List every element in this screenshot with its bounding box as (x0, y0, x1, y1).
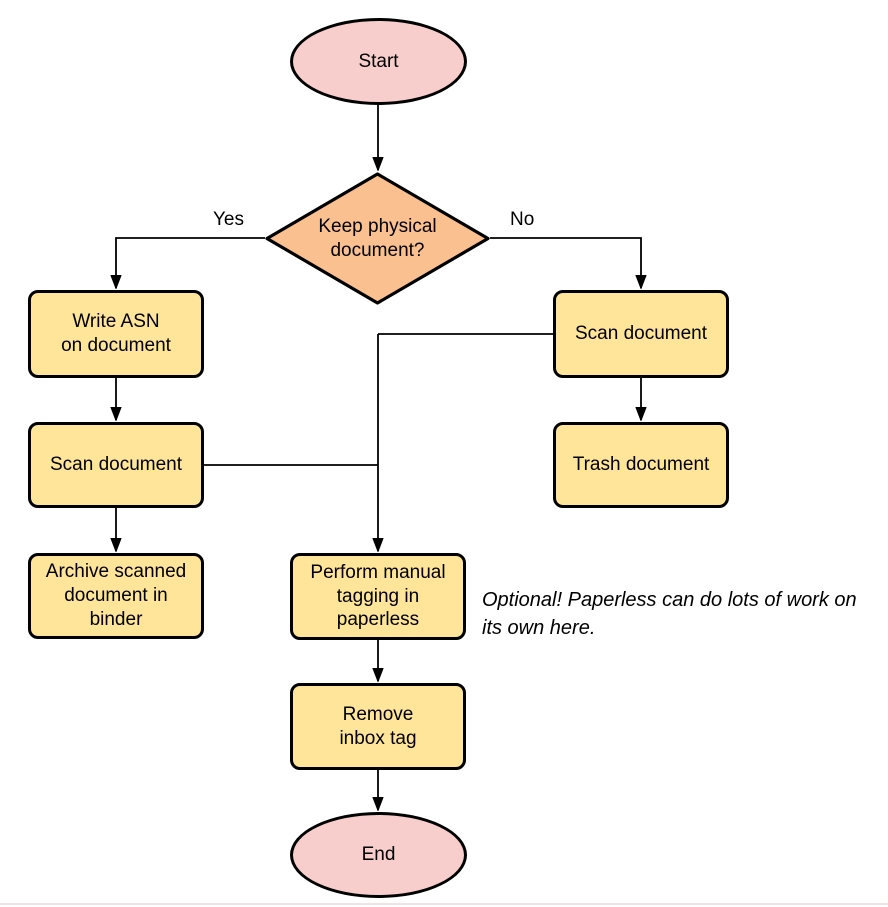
node-remove-inbox-tag: Remove inbox tag (290, 683, 466, 770)
edge-label-yes: Yes (211, 209, 246, 231)
decision-diamond-shape (265, 172, 490, 305)
node-trash-document: Trash document (553, 422, 729, 508)
bottom-divider (0, 903, 888, 905)
node-scan-document-right: Scan document (553, 290, 729, 378)
node-end-terminal: End (290, 812, 467, 898)
node-manual-tagging: Perform manual tagging in paperless (290, 553, 466, 640)
annotation-optional-note: Optional! Paperless can do lots of work … (482, 589, 857, 639)
edge-decision-no-to-scan-right (490, 237, 641, 288)
edge-label-no: No (508, 209, 537, 231)
node-decision-keep-physical: Keep physical document? (265, 172, 490, 305)
node-write-asn: Write ASN on document (28, 290, 204, 378)
node-scan-document-left: Scan document (28, 422, 204, 508)
node-start-terminal: Start (290, 18, 467, 105)
edge-decision-yes-to-write-asn (116, 237, 265, 288)
node-archive-in-binder: Archive scanned document in binder (28, 553, 204, 639)
decision-label: Keep physical document? (318, 215, 437, 261)
